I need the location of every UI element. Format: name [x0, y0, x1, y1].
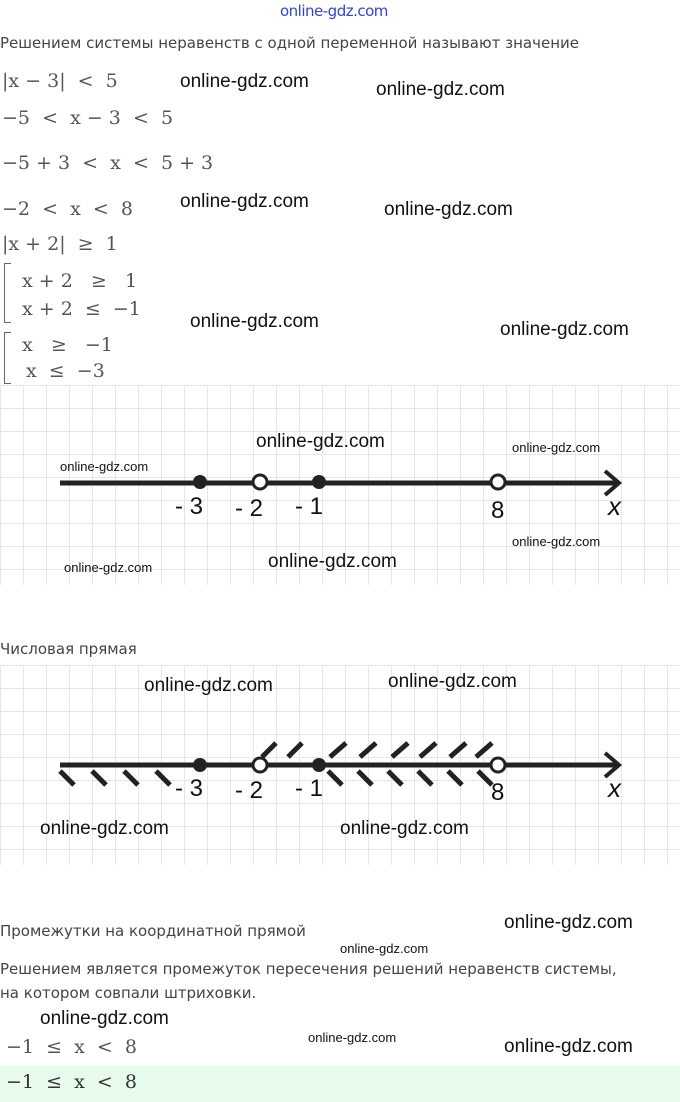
math-line: −2 < x < 8	[2, 198, 133, 220]
watermark: online-gdz.com	[180, 191, 309, 212]
tick-label: 8	[491, 497, 505, 524]
explanation-line: Решением является промежуток пересечения…	[0, 960, 617, 978]
math-line: x ≥ −1	[22, 334, 113, 356]
tick-label: - 1	[295, 775, 324, 802]
tick-label: 8	[491, 779, 505, 806]
watermark: online-gdz.com	[512, 534, 601, 549]
watermark: online-gdz.com	[144, 675, 273, 696]
axis-label: x	[608, 773, 621, 803]
math-line: x + 2 ≥ 1	[22, 270, 138, 292]
math-line: |x − 3| < 5	[2, 70, 118, 92]
point-open	[489, 473, 507, 491]
math-line: −5 < x − 3 < 5	[2, 107, 174, 129]
watermark: online-gdz.com	[388, 671, 517, 692]
watermark: online-gdz.com	[504, 912, 633, 933]
caption-intervals: Промежутки на координатной прямой	[0, 922, 306, 940]
point-filled	[312, 475, 326, 489]
watermark: online-gdz.com	[40, 818, 169, 839]
answer-inequality: −1 ≤ x < 8	[6, 1071, 137, 1093]
watermark: online-gdz.com	[512, 440, 601, 455]
axis-label: x	[608, 491, 621, 521]
watermark: online-gdz.com	[180, 71, 309, 92]
tick-label: - 3	[175, 493, 204, 520]
explanation-line: на котором совпали штриховки.	[0, 984, 257, 1002]
number-line-1: - 3 - 2 - 1 8 x	[0, 385, 680, 585]
tick-label: - 2	[235, 495, 264, 522]
bracket	[4, 263, 11, 323]
hatch-upper	[260, 741, 494, 759]
watermark: online-gdz.com	[500, 319, 629, 340]
point-open	[251, 473, 269, 491]
intro-text: Решением системы неравенств с одной пере…	[0, 34, 579, 52]
watermark: online-gdz.com	[308, 1030, 397, 1045]
tick-label: - 2	[235, 777, 264, 804]
math-line: x + 2 ≤ −1	[22, 298, 141, 320]
number-line-2: - 3 - 2 - 1 8 x	[0, 665, 680, 865]
math-line: |x + 2| ≥ 1	[2, 233, 118, 255]
watermark: online-gdz.com	[268, 551, 397, 572]
math-line: x ≤ −3	[26, 360, 105, 382]
caption-number-line: Числовая прямая	[0, 640, 137, 658]
watermark: online-gdz.com	[376, 79, 505, 100]
hatch-lower	[58, 769, 494, 787]
watermark: online-gdz.com	[384, 199, 513, 220]
answer-box	[0, 1066, 680, 1102]
result-inequality: −1 ≤ x < 8	[6, 1036, 137, 1058]
watermark: online-gdz.com	[64, 560, 153, 575]
watermark: online-gdz.com	[40, 1008, 169, 1029]
watermark: online-gdz.com	[60, 459, 149, 474]
watermark: online-gdz.com	[190, 311, 319, 332]
math-line: −5 + 3 < x < 5 + 3	[2, 152, 214, 174]
site-header-link[interactable]: online-gdz.com	[280, 2, 388, 20]
watermark: online-gdz.com	[340, 818, 469, 839]
bracket	[4, 332, 11, 384]
watermark: online-gdz.com	[504, 1036, 633, 1057]
tick-label: - 1	[295, 493, 324, 520]
point-filled	[193, 475, 207, 489]
watermark: online-gdz.com	[340, 941, 429, 956]
tick-label: - 3	[175, 775, 204, 802]
watermark: online-gdz.com	[256, 431, 385, 452]
